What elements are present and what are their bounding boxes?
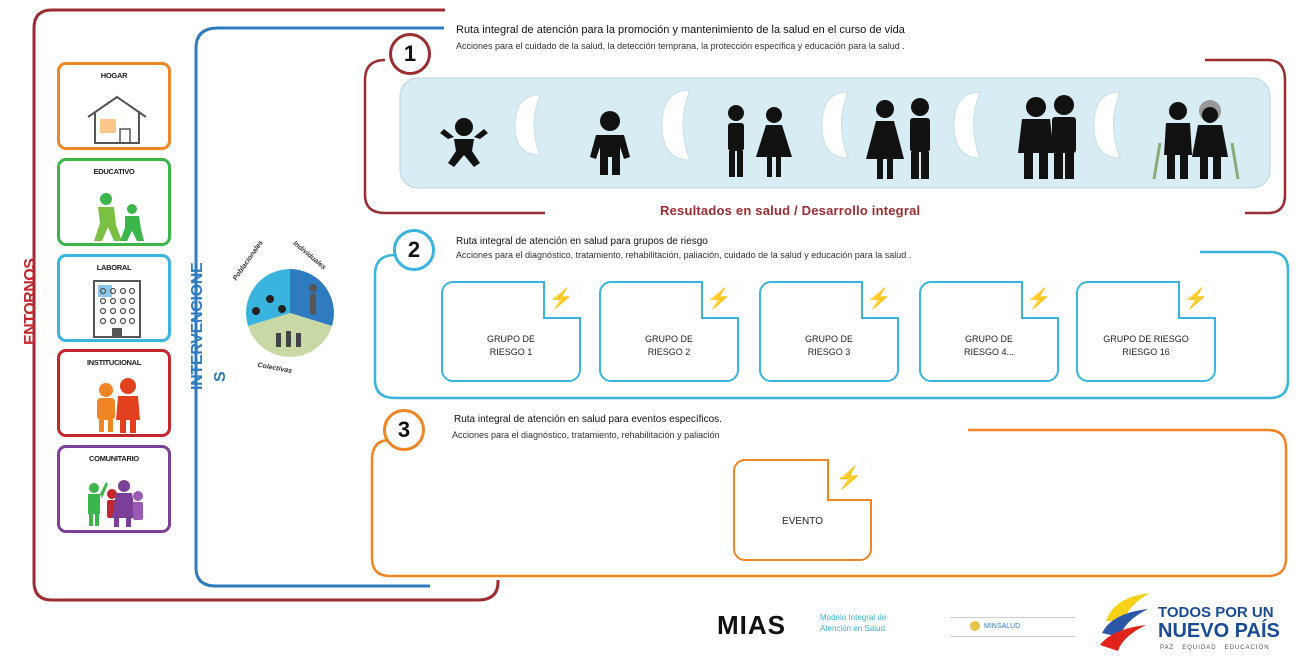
- env-laboral-label: LABORAL: [96, 263, 132, 272]
- card-fold: [1021, 281, 1059, 319]
- flag-swoosh-icon: [1100, 593, 1150, 651]
- mias-description-line-1: Modelo Integral de: [820, 613, 887, 622]
- mias-description-line-2: Atención en Salud: [820, 624, 885, 633]
- intervenciones-title: INTERVENCIONE: [189, 262, 206, 390]
- gov-slogan-1: TODOS POR UN: [1158, 604, 1274, 621]
- interventions-pie: [246, 269, 334, 357]
- students-icon: [94, 193, 144, 241]
- risk-group-card-1[interactable]: ⚡ GRUPO DE RIESGO 1: [441, 281, 581, 382]
- card-fold: [701, 281, 739, 319]
- event-card-text: EVENTO: [782, 516, 823, 527]
- card-fold: [543, 281, 581, 319]
- env-institucional[interactable]: INSTITUCIONAL: [57, 349, 171, 437]
- card-fold: [861, 281, 899, 319]
- risk-group-card-16[interactable]: ⚡ GRUPO DE RIESGO RIESGO 16: [1076, 281, 1216, 382]
- elderly-icon: [1152, 100, 1240, 180]
- card-text: GRUPO DE RIESGO 4...: [929, 333, 1049, 359]
- route-3-number: 3: [383, 409, 425, 451]
- risk-group-card-3[interactable]: ⚡ GRUPO DE RIESGO 3: [759, 281, 899, 382]
- route-3-subtitle: Acciones para el diagnóstico, tratamient…: [452, 430, 720, 440]
- card-line-1: GRUPO DE: [644, 334, 693, 344]
- route-1-results: Resultados en salud / Desarrollo integra…: [660, 203, 921, 218]
- card-line-2: RIESGO 4...: [963, 347, 1014, 357]
- env-hogar-label: HOGAR: [100, 71, 128, 80]
- minsalud-text: MINSALUD: [984, 623, 1021, 630]
- lightning-icon: ⚡: [706, 288, 732, 310]
- card-text: GRUPO DE RIESGO 2: [609, 333, 729, 359]
- child-icon: [590, 111, 630, 175]
- entornos-title: ENTORNOS: [22, 258, 39, 345]
- lightning-icon: ⚡: [548, 288, 574, 310]
- risk-group-card-2[interactable]: ⚡ GRUPO DE RIESGO 2: [599, 281, 739, 382]
- coat-of-arms-icon: [970, 621, 980, 632]
- card-text: GRUPO DE RIESGO 1: [451, 333, 571, 359]
- route-1-title: Ruta integral de atención para la promoc…: [456, 24, 905, 36]
- route-2-number: 2: [393, 229, 435, 271]
- lightning-icon: ⚡: [835, 465, 863, 490]
- card-line-1: GRUPO DE: [964, 334, 1013, 344]
- env-educativo-label: EDUCATIVO: [93, 167, 135, 176]
- lightning-icon: ⚡: [866, 288, 892, 310]
- card-line-1: GRUPO DE: [804, 334, 853, 344]
- route-1-subtitle: Acciones para el cuidado de la salud, la…: [456, 41, 905, 51]
- card-line-1: GRUPO DE: [486, 334, 535, 344]
- young-adults-icon: [866, 98, 930, 179]
- card-line-2: RIESGO 1: [489, 347, 533, 357]
- mias-logo: MIAS: [717, 610, 786, 640]
- gov-slogan-2: NUEVO PAÍS: [1158, 620, 1280, 642]
- card-fold: [827, 459, 872, 501]
- institutional-people-icon: [97, 378, 140, 433]
- env-institucional-label: INSTITUCIONAL: [86, 358, 141, 367]
- event-card[interactable]: ⚡ EVENTO: [733, 459, 872, 561]
- env-laboral[interactable]: LABORAL: [57, 254, 171, 342]
- mias-description: Modelo Integral de Atención en Salud: [820, 612, 886, 634]
- env-hogar[interactable]: HOGAR: [57, 62, 171, 150]
- route-3-title: Ruta integral de atención en salud para …: [454, 414, 722, 425]
- office-building-icon: [93, 280, 141, 338]
- card-line-2: RIESGO 2: [647, 347, 691, 357]
- house-icon: [87, 95, 147, 144]
- env-comunitario-label: COMUNITARIO: [89, 454, 139, 463]
- card-line-2: RIESGO 16: [1122, 347, 1170, 357]
- risk-group-card-4[interactable]: ⚡ GRUPO DE RIESGO 4...: [919, 281, 1059, 382]
- route-2-title: Ruta integral de atención en salud para …: [456, 236, 708, 247]
- gov-slogan-3: PAZ EQUIDAD EDUCACIÓN: [1160, 645, 1270, 651]
- community-icon: [88, 480, 143, 527]
- baby-icon: [440, 118, 488, 167]
- env-comunitario[interactable]: COMUNITARIO: [57, 445, 171, 533]
- minsalud-logo: MINSALUD: [950, 617, 1075, 637]
- route-2-subtitle: Acciones para el diagnóstico, tratamient…: [456, 250, 912, 260]
- env-educativo[interactable]: EDUCATIVO: [57, 158, 171, 246]
- lightning-icon: ⚡: [1026, 288, 1052, 310]
- lightning-icon: ⚡: [1183, 288, 1209, 310]
- card-text: GRUPO DE RIESGO 3: [769, 333, 889, 359]
- adolescents-icon: [728, 105, 792, 177]
- card-line-1: GRUPO DE RIESGO: [1103, 334, 1189, 344]
- card-line-2: RIESGO 3: [807, 347, 851, 357]
- card-text: GRUPO DE RIESGO RIESGO 16: [1086, 333, 1206, 359]
- intervenciones-title-tail: S: [212, 371, 229, 382]
- adults-icon: [1018, 95, 1076, 179]
- life-course-stages: [440, 95, 1240, 180]
- route-1-number: 1: [389, 33, 431, 75]
- card-fold: [1178, 281, 1216, 319]
